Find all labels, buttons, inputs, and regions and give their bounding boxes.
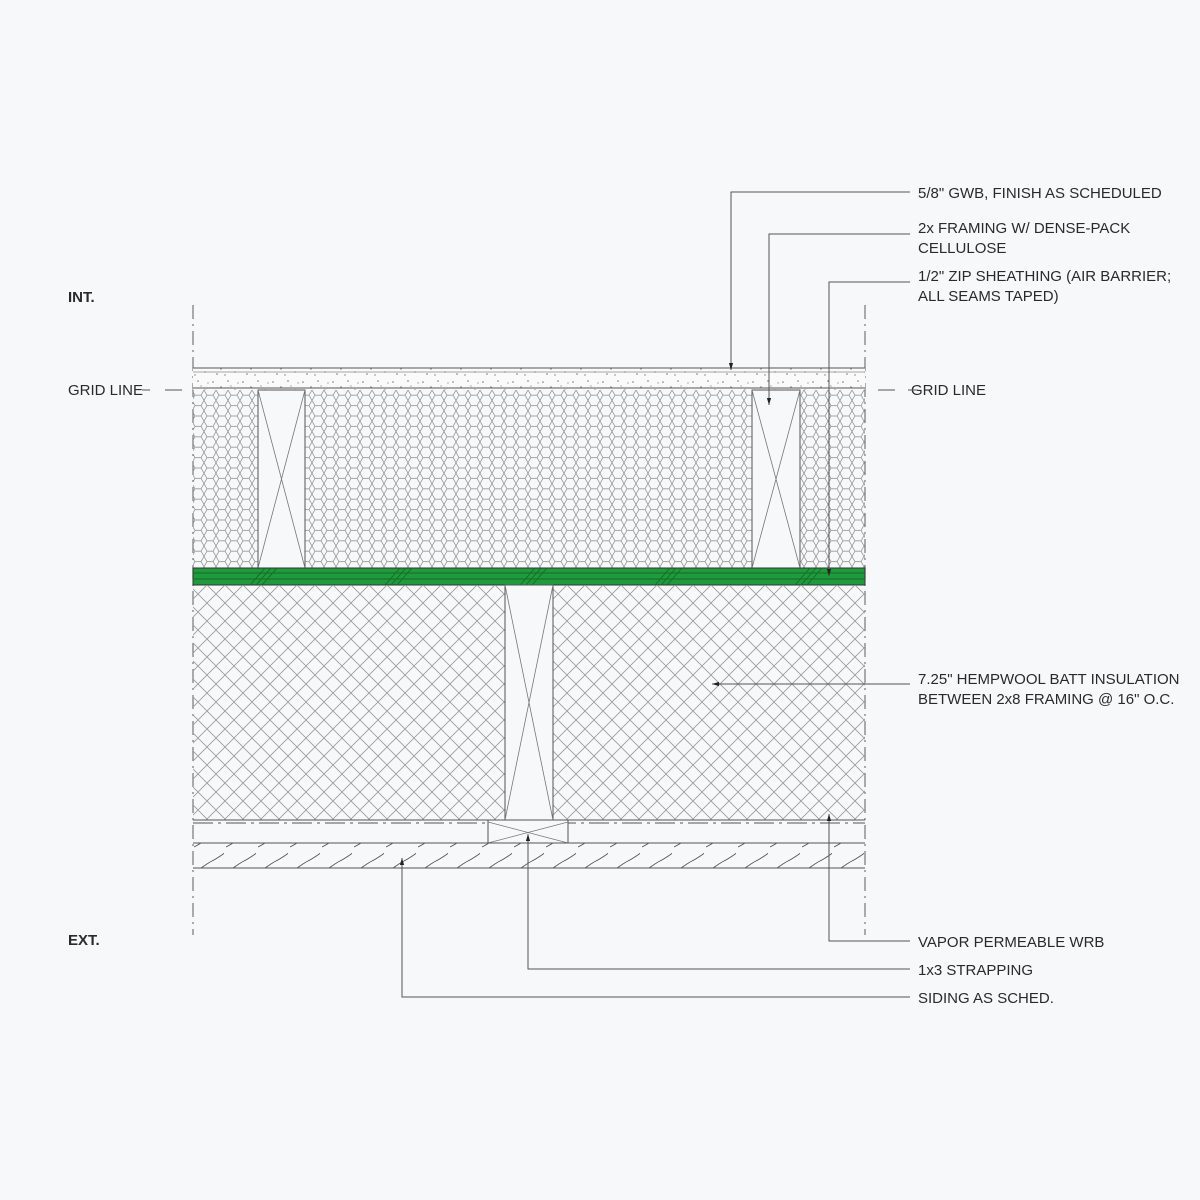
interior-label: INT.	[68, 289, 95, 306]
leader-zip	[826, 281, 910, 576]
stud-interior-2	[751, 389, 801, 569]
callout-siding: SIDING AS SCHED.	[918, 990, 1054, 1007]
gwb-layer	[193, 367, 865, 390]
callout-gwb: 5/8" GWB, FINISH AS SCHEDULED	[918, 185, 1162, 202]
callout-framing-2: CELLULOSE	[918, 240, 1006, 257]
callout-hempwool-1: 7.25" HEMPWOOL BATT INSULATION	[918, 671, 1180, 688]
stud-exterior	[504, 584, 554, 821]
leader-strapping	[525, 834, 910, 970]
exterior-label: EXT.	[68, 932, 100, 949]
leader-gwb	[728, 191, 910, 370]
siding-layer	[193, 842, 865, 869]
callout-strapping: 1x3 STRAPPING	[918, 962, 1033, 979]
leader-framing	[766, 233, 910, 405]
callout-hempwool-2: BETWEEN 2x8 FRAMING @ 16" O.C.	[918, 691, 1174, 708]
cellulose-layer	[193, 389, 865, 569]
stud-interior-1	[257, 389, 306, 569]
callout-zip-2: ALL SEAMS TAPED)	[918, 288, 1059, 305]
callout-zip-1: 1/2" ZIP SHEATHING (AIR BARRIER;	[918, 268, 1171, 285]
leader-siding	[399, 858, 910, 998]
leader-wrb	[826, 814, 910, 942]
zip-sheathing-layer	[192, 567, 866, 586]
callout-wrb: VAPOR PERMEABLE WRB	[918, 934, 1104, 951]
grid-line-label-left: GRID LINE	[68, 382, 143, 399]
callout-framing-1: 2x FRAMING W/ DENSE-PACK	[918, 220, 1130, 237]
hempwool-layer	[193, 584, 865, 821]
grid-line-label-right: GRID LINE	[911, 382, 986, 399]
